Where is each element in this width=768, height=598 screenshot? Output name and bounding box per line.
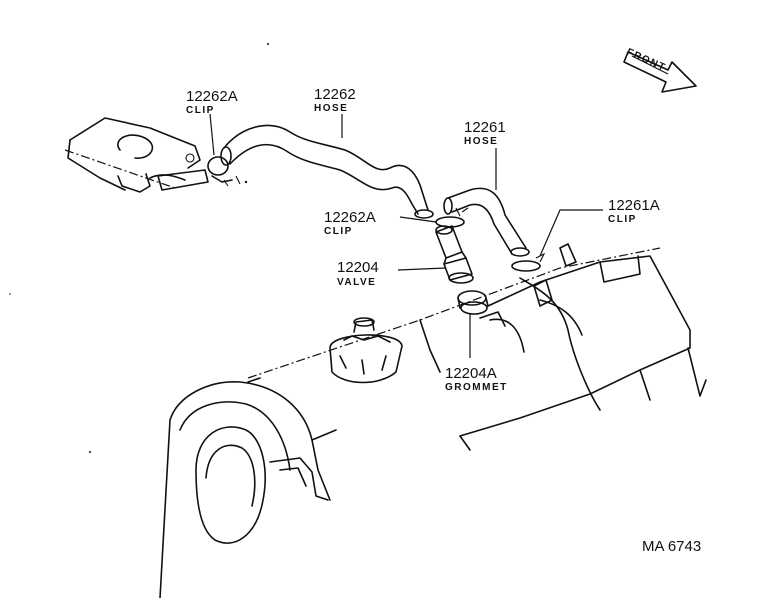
leader-lines bbox=[209, 113, 603, 358]
label-clip-12261a-right: 12261A CLIP bbox=[608, 197, 660, 225]
part-name: CLIP bbox=[186, 105, 215, 116]
grommet-12204a bbox=[457, 290, 489, 315]
part-number: 12262A bbox=[186, 88, 238, 105]
intake-manifold bbox=[64, 117, 209, 193]
label-valve-12204: 12204 VALVE bbox=[337, 259, 379, 288]
part-name: CLIP bbox=[324, 226, 353, 237]
part-number: 12261A bbox=[608, 197, 660, 214]
part-name: HOSE bbox=[464, 136, 498, 147]
front-label: FRONT bbox=[625, 47, 668, 74]
part-name: HOSE bbox=[314, 103, 348, 114]
label-hose-12262: 12262 HOSE bbox=[314, 86, 356, 114]
clip-12261a-right bbox=[511, 252, 546, 272]
oil-filler-cap bbox=[329, 317, 403, 384]
part-number: 12262 bbox=[314, 86, 356, 103]
part-number: 12204 bbox=[337, 259, 379, 276]
part-name: VALVE bbox=[337, 277, 376, 288]
hose-12261 bbox=[443, 187, 530, 257]
part-number: 12262A bbox=[324, 209, 376, 226]
label-clip-12262a-mid: 12262A CLIP bbox=[324, 209, 376, 237]
label-grommet-12204a: 12204A GROMMET bbox=[445, 365, 508, 393]
scan-specks bbox=[9, 43, 269, 453]
label-clip-12262a-left: 12262A CLIP bbox=[186, 88, 238, 116]
pcv-valve-12204 bbox=[435, 225, 474, 284]
clip-12262a-left bbox=[207, 156, 241, 187]
part-name: CLIP bbox=[608, 214, 637, 225]
front-arrow: FRONT bbox=[623, 47, 697, 93]
part-number: 12204A bbox=[445, 365, 497, 382]
timing-cover bbox=[159, 377, 337, 598]
hose-12262 bbox=[220, 124, 434, 219]
part-name: GROMMET bbox=[445, 382, 508, 393]
label-hose-12261: 12261 HOSE bbox=[464, 119, 506, 147]
figure-code: MA 6743 bbox=[642, 538, 701, 555]
cylinder-head-cover bbox=[247, 243, 707, 451]
part-number: 12261 bbox=[464, 119, 506, 136]
